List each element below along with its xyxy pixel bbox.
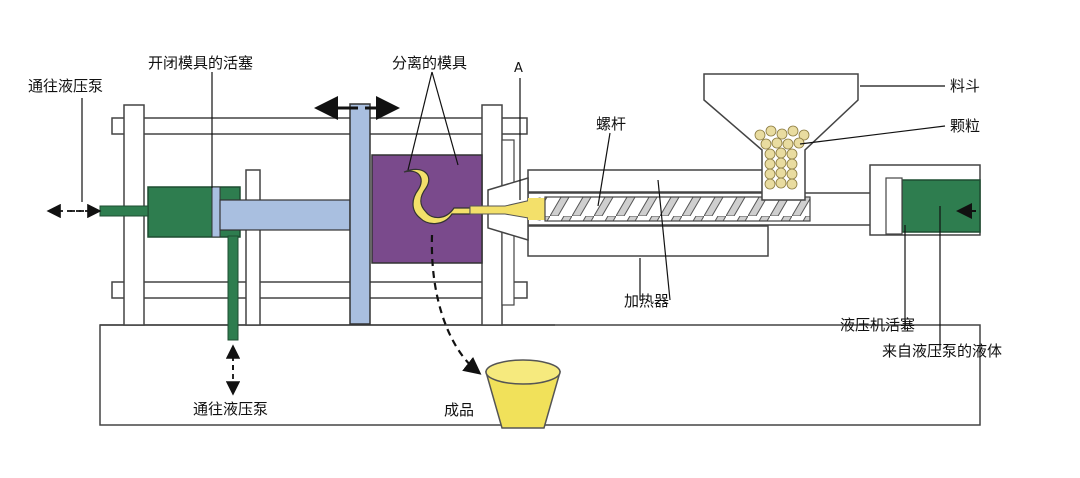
- label-pellets: 颗粒: [950, 117, 981, 135]
- arrows: [46, 96, 976, 396]
- label-hydraulic-piston: 液压机活塞: [840, 316, 916, 334]
- piston-rod: [219, 199, 351, 231]
- pellets: [754, 125, 810, 190]
- label-pump-bottom: 通往液压泵: [193, 400, 269, 418]
- label-pump-left: 通往液压泵: [28, 77, 104, 95]
- bottom-pump-line: [227, 235, 239, 341]
- ram-piston: [885, 177, 903, 235]
- label-split-mold: 分离的模具: [392, 54, 468, 72]
- heater-bottom: [527, 225, 769, 257]
- left-pump-line: [99, 205, 149, 217]
- label-point-a: A: [514, 61, 523, 76]
- product-cup: [485, 359, 561, 429]
- left-frame-post: [245, 169, 261, 326]
- leader-lines: [81, 71, 946, 350]
- ram-cylinder: [901, 179, 981, 233]
- label-product: 成品: [444, 401, 475, 419]
- movable-platen: [349, 103, 371, 325]
- screw: [544, 196, 811, 222]
- heater-top: [527, 169, 769, 193]
- label-heater: 加热器: [624, 292, 670, 310]
- label-closing-piston: 开闭模具的活塞: [148, 54, 254, 72]
- tie-bar-bottom: [111, 281, 528, 299]
- label-hopper: 料斗: [950, 77, 981, 95]
- tie-bar-top: [111, 117, 528, 135]
- clamp-piston: [211, 186, 221, 238]
- label-screw: 螺杆: [596, 115, 627, 133]
- label-fluid-from-pump: 来自液压泵的液体: [882, 342, 1003, 360]
